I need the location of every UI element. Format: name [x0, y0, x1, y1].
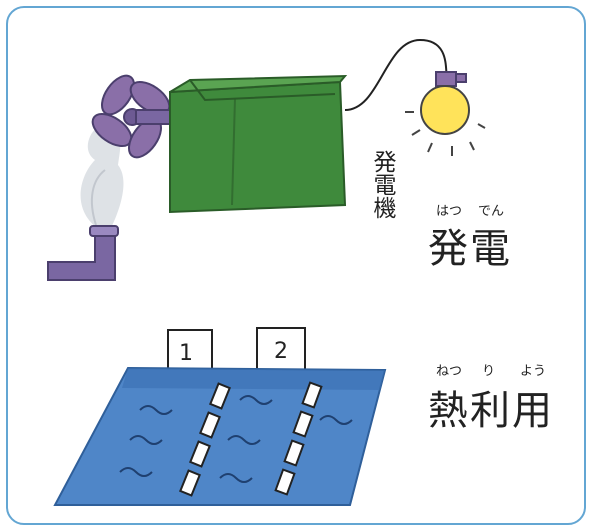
power-title: 発電 [428, 226, 512, 272]
steam-pipe [47, 225, 119, 281]
heat-ruby-1: ねつ [436, 364, 463, 379]
turbine-fan [91, 74, 195, 159]
power-ruby-1: はつ [436, 204, 463, 219]
power-cable [344, 38, 448, 111]
tank-2-label: 2 [274, 339, 288, 364]
heat-title: 熱利用 [428, 388, 554, 434]
power-ruby-2: でん [478, 204, 505, 219]
steam [80, 120, 124, 230]
heat-ruby-2: り [482, 364, 496, 379]
tank-boxes [167, 327, 306, 371]
water-pool [53, 366, 387, 506]
generator-label: 発電機 [369, 150, 395, 219]
light-bulb [405, 71, 486, 156]
generator-box [169, 74, 348, 214]
heat-ruby-3: よう [520, 364, 547, 379]
tank-1-label: 1 [179, 341, 193, 366]
